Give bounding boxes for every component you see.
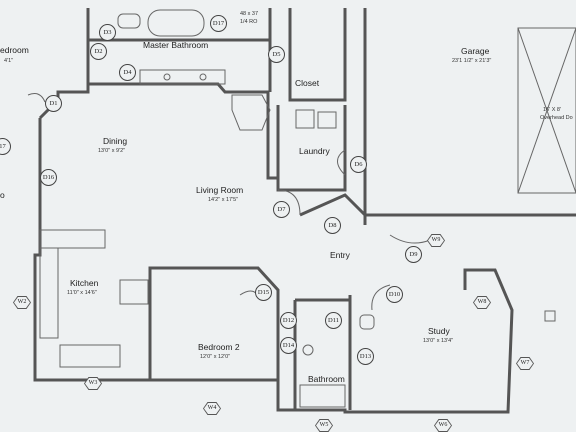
room-label-living-room: Living Room [196, 185, 244, 195]
laundry-appliance-1 [295, 109, 315, 129]
window-tag-w5: W5 [315, 419, 333, 432]
door-tag-d13: D13 [357, 348, 374, 365]
room-label-bathroom: Bathroom [308, 374, 345, 384]
door-tag-d14: D14 [280, 337, 297, 354]
window-tag-w7: W7 [516, 357, 534, 370]
kitchen-counter-2 [39, 247, 59, 339]
door-tag-d9: D9 [405, 246, 422, 263]
laundry-appliance-2 [317, 111, 337, 129]
tub [147, 9, 205, 37]
vanity [139, 69, 226, 85]
door-tag-d17: D17 [210, 15, 227, 32]
bath-tub-2 [299, 384, 346, 408]
door-tag-d5: D5 [268, 46, 285, 63]
room-dim-bedroom-2: 12'0" x 12'0" [200, 354, 231, 360]
exterior-wall-top [38, 82, 278, 180]
garage-door-cross [517, 27, 576, 194]
garage-door-size: 16' X 8' [543, 107, 562, 113]
kitchen-island [59, 344, 121, 368]
door-swing-d6 [337, 149, 346, 176]
door-swing-d1 [27, 93, 46, 103]
door-tag-d6: D6 [350, 156, 367, 173]
door-swing-d7 [277, 189, 301, 216]
window-tag-w3: W3 [84, 377, 102, 390]
entry-wall [299, 193, 367, 225]
kitchen-range [119, 279, 149, 305]
garage-door-label: Overhead Do [540, 115, 573, 121]
door-tag-d7: D7 [273, 201, 290, 218]
sink-1 [163, 73, 171, 81]
room-dim-living-room: 14'2" x 17'5" [208, 197, 239, 203]
room-label-entry: Entry [330, 250, 350, 260]
toilet [117, 13, 141, 29]
room-dim-kitchen: 11'0" x 14'6" [67, 290, 97, 296]
room-dim-bedroom-partial: 4'1" [4, 58, 14, 64]
door-tag-d15: D15 [255, 284, 272, 301]
room-dim-study: 13'0" x 13'4" [423, 338, 454, 344]
door-tag-d12: D12 [280, 312, 297, 329]
study-toilet [359, 314, 375, 330]
door-tag-d11: D11 [325, 312, 342, 329]
exterior-wall [33, 118, 514, 414]
door-tag-d4: D4 [119, 64, 136, 81]
kitchen-counter [39, 229, 106, 249]
room-label-master-bathroom: Master Bathroom [143, 40, 209, 50]
closet-wall [288, 8, 347, 102]
fireplace [231, 94, 271, 131]
window-tag-w6: W6 [434, 419, 452, 432]
door-tag-d16: D16 [40, 169, 57, 186]
bed2-wall [148, 268, 278, 382]
room-label-left-partial: o [0, 190, 5, 200]
room-dim-dining: 13'0" x 9'2" [98, 148, 126, 154]
window-tag-w8: W8 [473, 296, 491, 309]
room-dim-garage: 23'1 1/2" x 21'3" [452, 58, 492, 64]
room-label-bedroom-partial: edroom [0, 45, 29, 55]
door-tag-d8: D8 [324, 217, 341, 234]
tub-dimension-2: 1/4 RO [240, 19, 258, 25]
door-swing-d10 [371, 284, 391, 311]
bath-sink [302, 344, 314, 356]
electrical-box [544, 310, 556, 322]
garage-door-symbol [517, 27, 576, 194]
door-tag-d10: D10 [386, 286, 403, 303]
laundry-wall [276, 105, 347, 192]
door-tag-d2: D2 [90, 43, 107, 60]
door-tag-d1: D1 [45, 95, 62, 112]
door-swing-d9 [389, 234, 431, 244]
room-label-bedroom-2: Bedroom 2 [198, 342, 240, 352]
room-label-study: Study [428, 326, 450, 336]
room-label-kitchen: Kitchen [70, 278, 99, 288]
room-label-laundry: Laundry [299, 146, 330, 156]
tub-dimension-1: 48 x 37 [240, 11, 259, 17]
window-tag-w9: W9 [427, 234, 445, 247]
window-tag-w4: W4 [203, 402, 221, 415]
room-label-dining: Dining [103, 136, 128, 146]
window-tag-w2: W2 [13, 296, 31, 309]
door-tag-d3: D3 [99, 24, 116, 41]
room-label-garage: Garage [461, 46, 490, 56]
room-label-closet: Closet [295, 78, 320, 88]
sink-2 [199, 73, 207, 81]
